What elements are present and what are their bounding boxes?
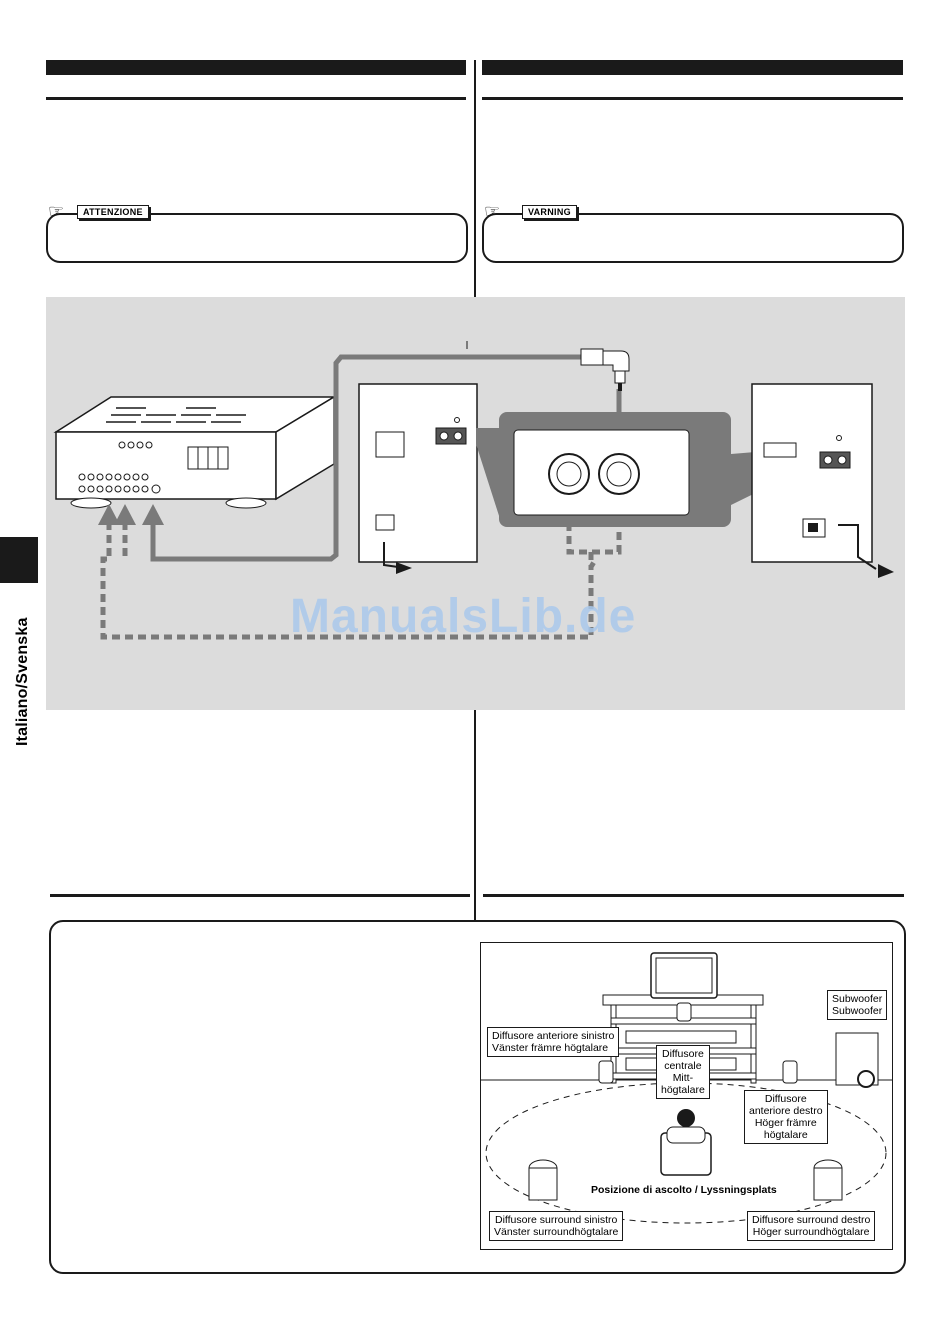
right-subheader-rule [482, 97, 903, 100]
speaker-rear-panel-left [358, 383, 478, 574]
speaker-layout-diagram: Subwoofer Subwoofer Diffusore anteriore … [480, 942, 893, 1250]
left-subheader-rule [46, 97, 466, 100]
listening-position-label: Posizione di ascolto / Lyssningsplats [591, 1184, 777, 1196]
left-lower-rule [50, 894, 470, 897]
surround-left-speaker-label: Diffusore surround sinistro Vänster surr… [489, 1211, 624, 1241]
right-section-header-bar [482, 60, 903, 75]
language-side-tab [0, 537, 38, 583]
left-caution-box [46, 213, 468, 263]
center-speaker-label: Diffusore centrale Mitt- högtalare [656, 1045, 710, 1099]
pointing-hand-icon: ☞ [484, 201, 501, 221]
column-divider-bottom [474, 710, 476, 920]
mini-plug-illustration [580, 348, 630, 391]
front-left-speaker-label: Diffusore anteriore sinistro Vänster frä… [487, 1027, 620, 1057]
av-receiver-illustration [53, 395, 337, 509]
caution-tag-right: VARNING [522, 205, 577, 219]
front-right-speaker-label: Diffusore anteriore destro Höger främre … [744, 1090, 828, 1144]
surround-right-speaker-label: Diffusore surround destro Höger surround… [747, 1211, 876, 1241]
connection-diagram-panel: ManualsLib.de [46, 297, 905, 710]
column-divider-top [474, 60, 476, 298]
pointing-hand-icon: ☞ [48, 201, 65, 221]
subwoofer-label: Subwoofer Subwoofer [827, 990, 888, 1020]
caution-tag-left: ATTENZIONE [77, 205, 149, 219]
left-section-header-bar [46, 60, 466, 75]
right-caution-box [482, 213, 904, 263]
connection-diagram [53, 341, 894, 640]
right-lower-rule [483, 894, 904, 897]
speaker-placement-box [49, 920, 906, 1274]
watermark-text: ManualsLib.de [290, 590, 637, 643]
language-label: Italiano/Svenska [14, 617, 31, 746]
speaker-rear-panel-right [751, 383, 894, 578]
